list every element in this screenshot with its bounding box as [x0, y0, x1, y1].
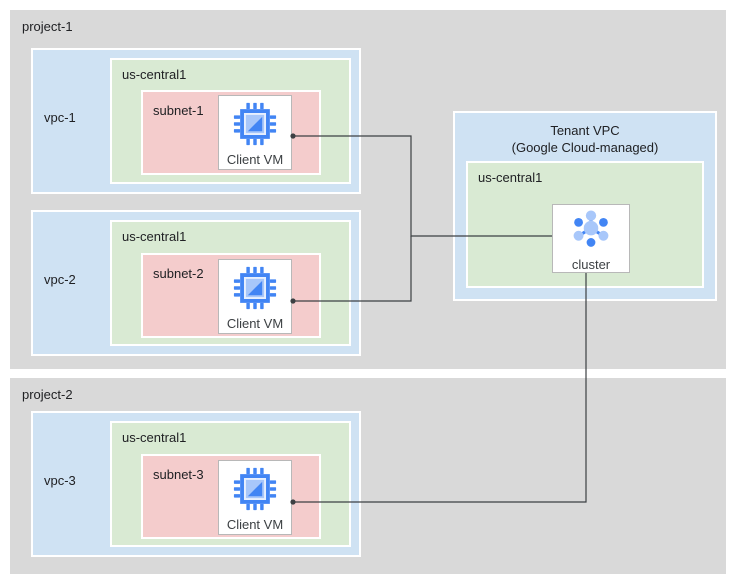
vm-node-vpc-2[interactable]: Client VM — [218, 259, 292, 334]
cluster-node-caption: cluster — [571, 257, 611, 272]
cpu-chip-icon — [232, 101, 278, 152]
region-label: us-central1 — [122, 229, 187, 244]
cpu-chip-icon — [232, 466, 278, 517]
vm-node-caption: Client VM — [226, 316, 284, 331]
tenant-vpc-title-line2: (Google Cloud-managed) — [511, 140, 659, 155]
cluster-nodes-icon — [568, 208, 614, 257]
subnet-label: subnet-2 — [153, 266, 204, 281]
cluster-node[interactable]: cluster — [552, 204, 630, 273]
vm-node-vpc-1[interactable]: Client VM — [218, 95, 292, 170]
subnet-label: subnet-1 — [153, 103, 204, 118]
vm-node-caption: Client VM — [226, 152, 284, 167]
vm-node-vpc-3[interactable]: Client VM — [218, 460, 292, 535]
subnet-label: subnet-3 — [153, 467, 204, 482]
vpc-label: vpc-3 — [44, 473, 76, 488]
region-label: us-central1 — [478, 170, 543, 185]
cpu-chip-icon — [232, 265, 278, 316]
project-label: project-1 — [22, 19, 73, 34]
vpc-label: vpc-1 — [44, 110, 76, 125]
project-label: project-2 — [22, 387, 73, 402]
region-label: us-central1 — [122, 430, 187, 445]
vpc-label: vpc-2 — [44, 272, 76, 287]
region-label: us-central1 — [122, 67, 187, 82]
tenant-vpc-title: Tenant VPC (Google Cloud-managed) — [455, 122, 715, 156]
tenant-vpc-title-line1: Tenant VPC — [550, 123, 620, 138]
vm-node-caption: Client VM — [226, 517, 284, 532]
